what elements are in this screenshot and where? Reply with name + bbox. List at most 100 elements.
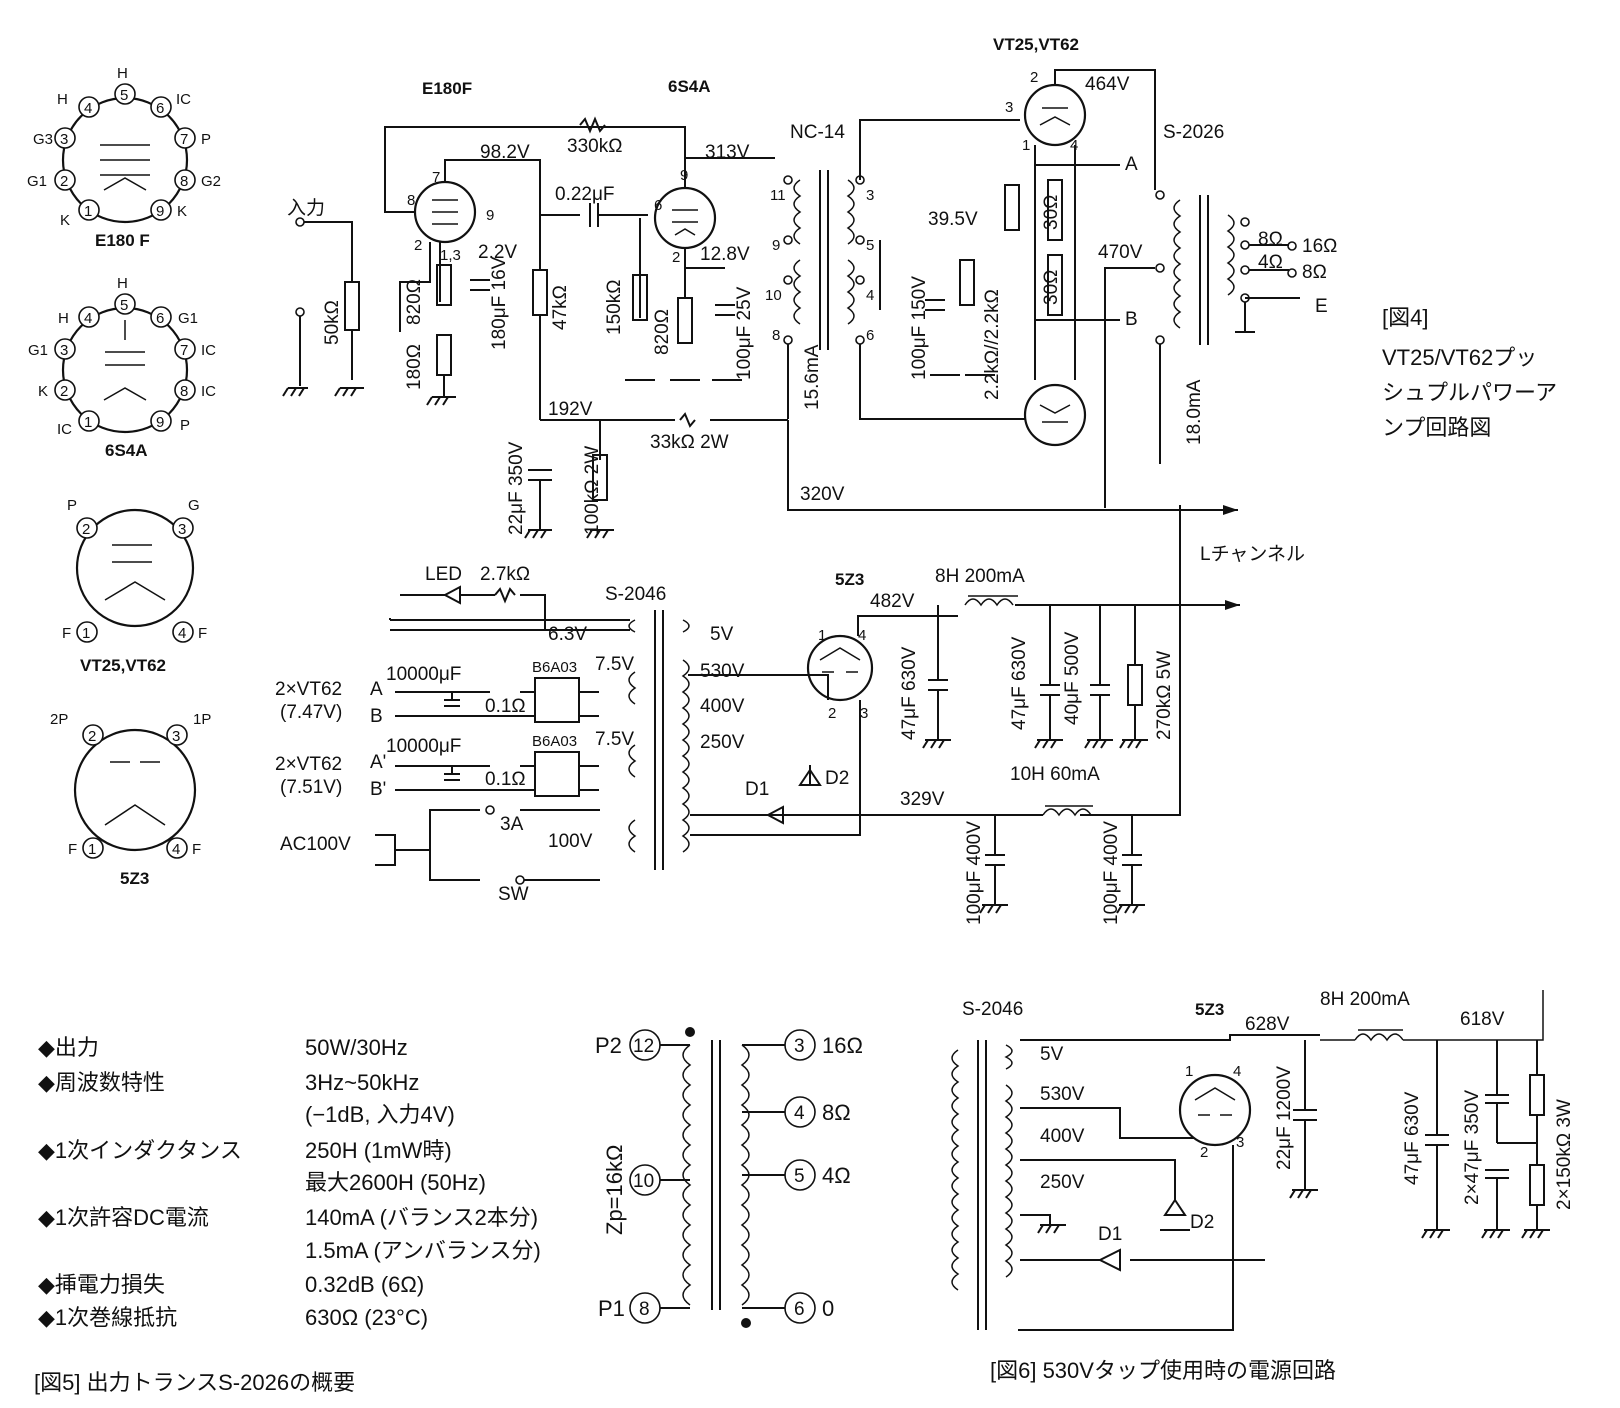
6s4a-pin-label: IC xyxy=(201,383,216,400)
svg-text:9: 9 xyxy=(486,207,494,224)
6s4a-pin-label: G1 xyxy=(28,342,48,359)
pB-label: B xyxy=(370,706,383,727)
o4-label: 4Ω xyxy=(1258,252,1283,273)
svg-text:2: 2 xyxy=(672,249,680,266)
input-label: 入力 xyxy=(287,197,325,219)
r270-label: 270kΩ 5W xyxy=(1154,651,1175,740)
e180f-pin-num: 1 xyxy=(84,203,92,220)
lch-label: Lチャンネル xyxy=(1200,544,1305,565)
c47a-label: 47μF 630V xyxy=(899,646,920,740)
e180f-pin-num: 9 xyxy=(156,203,164,220)
v618-label: 618V xyxy=(1460,1009,1505,1030)
fig5-caption: [図5] 出力トランスS-2026の概要 xyxy=(34,1370,355,1395)
r30a-label: 30Ω xyxy=(1041,195,1062,230)
c47-label: 47μF 630V xyxy=(1402,1091,1423,1185)
v482-label: 482V xyxy=(870,591,915,612)
v192-label: 192V xyxy=(548,399,593,420)
6s4a-symbol xyxy=(653,186,717,250)
spec-value: 3Hz~50kHz xyxy=(305,1070,419,1095)
vt-pin-num: 2 xyxy=(82,521,90,538)
sw-label: SW xyxy=(498,884,529,905)
v320-label: 320V xyxy=(800,484,845,505)
e180f-pin-label: G2 xyxy=(201,173,221,190)
tube2-label: 6S4A xyxy=(668,77,711,96)
zp-label: Zp=16kΩ xyxy=(602,1145,627,1235)
6s4a-pin-label: IC xyxy=(201,342,216,359)
r820b-label: 820Ω xyxy=(652,309,673,355)
e180f-pin-num: 7 xyxy=(180,131,188,148)
fig4-caption-line: VT25/VT62プッ xyxy=(1382,345,1537,370)
v250-label: 250V xyxy=(700,732,745,753)
s2026-label: S-2026 xyxy=(1163,122,1224,143)
pin13-label: 1,3 xyxy=(440,247,461,264)
o8b-label: 8Ω xyxy=(1302,262,1327,283)
ac-label: AC100V xyxy=(280,834,351,855)
svg-text:7: 7 xyxy=(432,169,440,186)
o16-label: 16Ω xyxy=(1302,236,1337,257)
l10h-label: 10H 60mA xyxy=(1010,764,1100,785)
e180f-pin-num: 3 xyxy=(60,131,68,148)
v395-label: 39.5V xyxy=(928,209,978,230)
fig4-amplifier: 入力 50kΩ E180F 78 92 1,3 98.2V 330kΩ 2.2V… xyxy=(275,35,1337,925)
c22-label: 22μF 350V xyxy=(506,441,527,535)
vt-lower-symbol xyxy=(1023,383,1087,447)
pin2-label: 2 xyxy=(1200,1144,1208,1161)
v100-label: 100V xyxy=(548,831,593,852)
e180f-pin-label: G1 xyxy=(27,173,47,190)
svg-text:3: 3 xyxy=(1005,99,1013,116)
s2046-label: S-2046 xyxy=(962,999,1023,1020)
vt-title: VT25,VT62 xyxy=(80,656,166,675)
v63-label: 6.3V xyxy=(548,624,587,645)
spec-value: (−1dB, 入力4V) xyxy=(305,1102,455,1127)
pin1-label: 1 xyxy=(1185,1063,1193,1080)
r2x150-label: 2×150kΩ 3W xyxy=(1554,1099,1575,1210)
svg-text:9: 9 xyxy=(772,237,780,254)
v128-label: 12.8V xyxy=(700,244,750,265)
o0-label: 0 xyxy=(822,1296,834,1321)
r22k-label: 2.2kΩ//2.2kΩ xyxy=(982,289,1003,400)
e180f-pin-label: P xyxy=(201,131,211,148)
svg-text:8: 8 xyxy=(407,192,415,209)
c100-label: 100μF 25V xyxy=(734,286,755,380)
v470-label: 470V xyxy=(1098,242,1143,263)
6s4a-pin-num: 2 xyxy=(60,383,68,400)
5z3-pin-num: 4 xyxy=(172,841,180,858)
spec-value: 50W/30Hz xyxy=(305,1035,408,1060)
c47b-label: 47μF 630V xyxy=(1009,636,1030,730)
5z3-title: 5Z3 xyxy=(120,869,149,888)
e180f-pin-num: 5 xyxy=(120,87,128,104)
fig5-transformer: P2 12 10 P1 8 3 4 5 6 16Ω 8Ω 4Ω 0 Zp=16k… xyxy=(595,1027,863,1328)
fig4-caption-line: シュプルパワーア xyxy=(1382,380,1557,405)
pA-label: A xyxy=(370,679,383,700)
e180f-pin-num: 4 xyxy=(84,100,92,117)
n8-label: 8 xyxy=(639,1299,650,1320)
v400-label: 400V xyxy=(700,696,745,717)
cap10k-b-label: 10000μF xyxy=(386,736,461,757)
n5-label: 5 xyxy=(794,1166,805,1187)
n3-label: 3 xyxy=(794,1036,805,1057)
5z3-pin-label: 2P xyxy=(50,711,68,728)
l8h-label: 8H 200mA xyxy=(935,566,1025,587)
vt62b-label: 2×VT62 xyxy=(275,754,342,775)
6s4a-pin-num: 5 xyxy=(120,297,128,314)
v250-label: 250V xyxy=(1040,1172,1085,1193)
r30b-label: 30Ω xyxy=(1041,270,1062,305)
spec-label: ◆1次巻線抵抗 xyxy=(38,1305,177,1330)
r100k-label: 100kΩ 2W xyxy=(582,446,603,535)
svg-text:2: 2 xyxy=(414,237,422,254)
fuse-label: 3A xyxy=(500,814,524,835)
svg-text:1: 1 xyxy=(818,627,826,644)
c022-label: 0.22μF xyxy=(555,184,615,205)
pot-label: 50kΩ xyxy=(322,300,343,345)
o8-label: 8Ω xyxy=(1258,229,1283,250)
5z3-pin-num: 3 xyxy=(172,728,180,745)
fig4-caption: [図4] VT25/VT62プッ シュプルパワーア ンプ回路図 xyxy=(1382,305,1557,440)
e180f-pin-label: H xyxy=(57,91,68,108)
spec-label: ◆1次インダクタンス xyxy=(38,1138,242,1163)
n4-label: 4 xyxy=(794,1103,805,1124)
fig4-caption-line: ンプ回路図 xyxy=(1382,415,1491,440)
nc14-label: NC-14 xyxy=(790,122,845,143)
fig6-5z3-symbol xyxy=(1178,1073,1252,1147)
e180f-pin-num: 6 xyxy=(156,100,164,117)
spec-value: 0.32dB (6Ω) xyxy=(305,1272,424,1297)
